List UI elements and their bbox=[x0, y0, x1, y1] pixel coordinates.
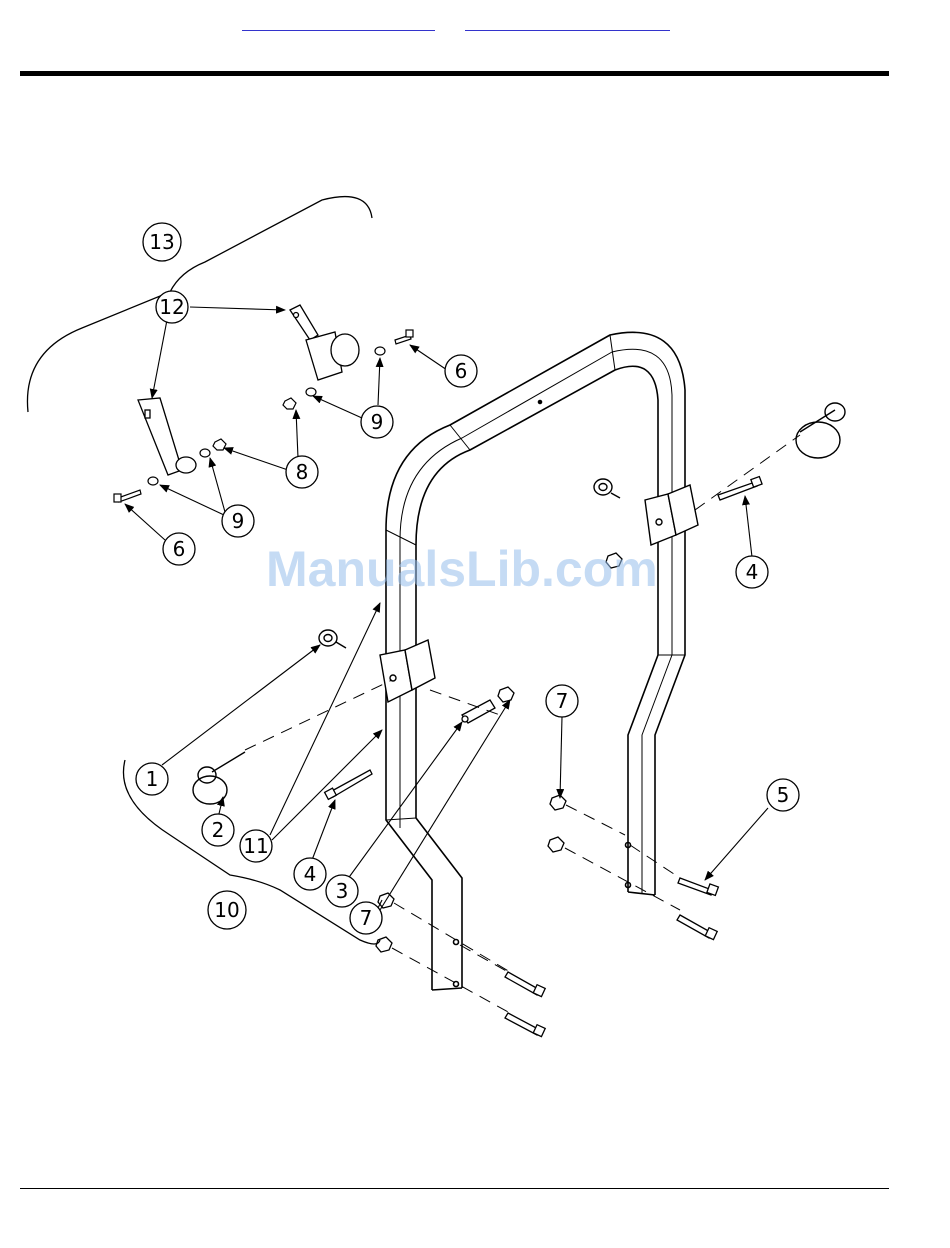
callout-13: 13 bbox=[143, 223, 181, 261]
knob-right bbox=[594, 479, 620, 498]
svg-text:2: 2 bbox=[212, 818, 225, 842]
callout-12: 12 bbox=[156, 291, 188, 323]
callout-9a: 9 bbox=[361, 406, 393, 438]
bottom-rule bbox=[20, 1188, 889, 1189]
callout-7b: 7 bbox=[350, 902, 382, 934]
callout-9b: 9 bbox=[222, 505, 254, 537]
svg-text:6: 6 bbox=[455, 359, 468, 383]
svg-text:4: 4 bbox=[304, 862, 317, 886]
callout-2: 2 bbox=[202, 814, 234, 846]
svg-text:6: 6 bbox=[173, 537, 186, 561]
alignment-lines bbox=[245, 435, 800, 1013]
hinge-bracket-right bbox=[645, 485, 698, 545]
svg-text:9: 9 bbox=[232, 509, 245, 533]
bolts bbox=[325, 477, 762, 1037]
svg-text:7: 7 bbox=[556, 689, 569, 713]
hinge-bracket-left bbox=[380, 640, 435, 702]
svg-text:5: 5 bbox=[777, 783, 790, 807]
callout-7a: 7 bbox=[546, 685, 578, 717]
svg-text:7: 7 bbox=[360, 906, 373, 930]
knob-left bbox=[319, 630, 346, 648]
svg-text:12: 12 bbox=[159, 295, 184, 319]
callout-6b: 6 bbox=[163, 533, 195, 565]
callout-6a: 6 bbox=[445, 355, 477, 387]
callout-4b: 4 bbox=[294, 858, 326, 890]
svg-text:13: 13 bbox=[149, 230, 174, 254]
callout-3: 3 bbox=[326, 875, 358, 907]
callouts: 13 12 6 9 8 9 6 4 7 5 1 2 11 4 3 7 10 bbox=[136, 223, 799, 934]
nuts bbox=[376, 553, 622, 952]
callout-1: 1 bbox=[136, 763, 168, 795]
svg-text:10: 10 bbox=[214, 898, 239, 922]
switch-assembly bbox=[138, 305, 359, 475]
callout-11: 11 bbox=[240, 830, 272, 862]
svg-text:8: 8 bbox=[296, 460, 309, 484]
callout-5: 5 bbox=[767, 779, 799, 811]
svg-text:1: 1 bbox=[146, 767, 159, 791]
hitch-pin-left bbox=[193, 752, 245, 804]
svg-text:4: 4 bbox=[746, 560, 759, 584]
hitch-pin-right bbox=[796, 403, 845, 458]
svg-text:9: 9 bbox=[371, 410, 384, 434]
svg-text:11: 11 bbox=[243, 834, 268, 858]
svg-text:3: 3 bbox=[336, 879, 349, 903]
callout-4a: 4 bbox=[736, 556, 768, 588]
callout-10: 10 bbox=[208, 891, 246, 929]
callout-8: 8 bbox=[286, 456, 318, 488]
